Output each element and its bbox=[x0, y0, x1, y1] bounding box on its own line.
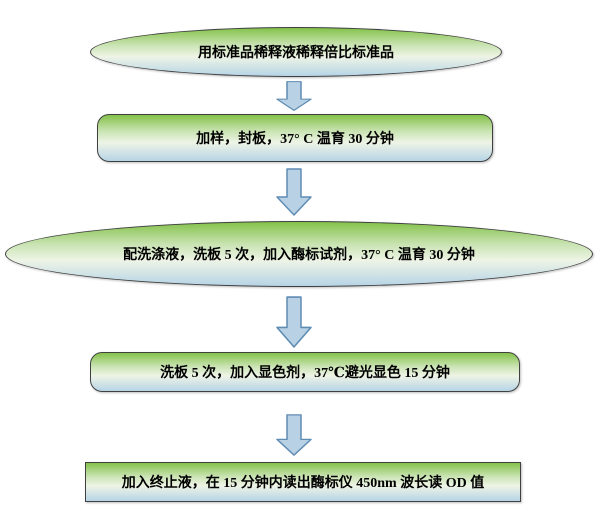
flow-node-dilute-standard: 用标准品稀释液稀释倍比标准品 bbox=[90, 27, 502, 77]
flow-node-add-sample-label: 加样，封板，37° C 温育 30 分钟 bbox=[196, 132, 394, 147]
down-arrow-icon bbox=[276, 81, 312, 111]
flow-node-add-sample: 加样，封板，37° C 温育 30 分钟 bbox=[97, 114, 493, 162]
flow-node-wash-enzyme: 配洗涤液，洗板 5 次，加入酶标试剂，37° C 温育 30 分钟 bbox=[5, 221, 593, 287]
down-arrow-icon bbox=[276, 414, 312, 456]
flow-node-dilute-standard-label: 用标准品稀释液稀释倍比标准品 bbox=[198, 46, 394, 61]
flow-node-read-od-label: 加入终止液，在 15 分钟内读出酶标仪 450nm 波长读 OD 值 bbox=[121, 476, 485, 491]
flow-node-color-develop-label: 洗板 5 次，加入显色剂，37℃避光显色 15 分钟 bbox=[160, 366, 450, 381]
flow-node-wash-enzyme-label: 配洗涤液，洗板 5 次，加入酶标试剂，37° C 温育 30 分钟 bbox=[123, 248, 475, 263]
down-arrow-icon bbox=[276, 168, 312, 216]
flow-node-read-od: 加入终止液，在 15 分钟内读出酶标仪 450nm 波长读 OD 值 bbox=[85, 462, 521, 502]
flow-node-color-develop: 洗板 5 次，加入显色剂，37℃避光显色 15 分钟 bbox=[90, 352, 520, 392]
down-arrow-icon bbox=[276, 296, 312, 348]
